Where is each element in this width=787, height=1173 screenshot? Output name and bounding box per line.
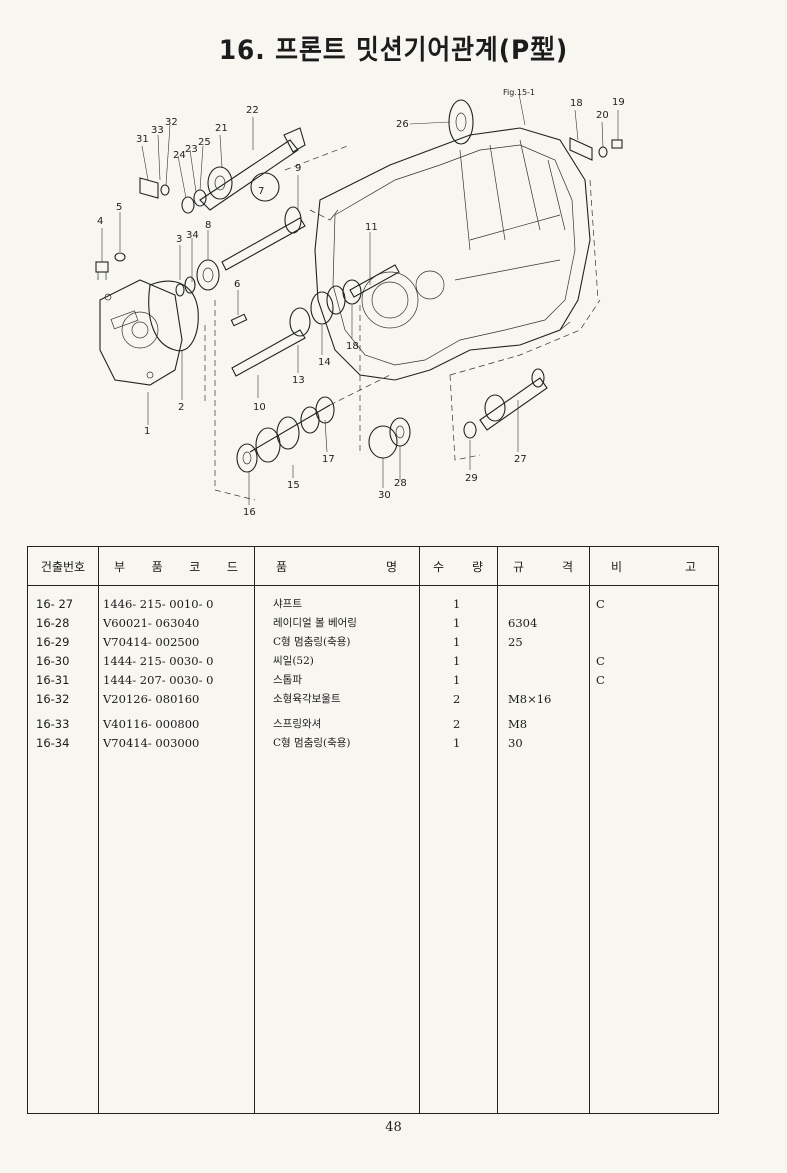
callout: 8	[205, 220, 211, 231]
callout-numbers: 1 2 3 4 5 6 7 8 9 10 11 13 14 15 16 17 1…	[97, 97, 625, 518]
retainer-plate	[139, 177, 159, 199]
table-row: 16-28 V60021- 063040 레이디얼 볼 베어링 1 6304	[36, 616, 538, 630]
gasket	[148, 280, 199, 352]
header-remark: 비 고	[611, 559, 696, 574]
table-row: 16-34 V70414- 003000 C형 멈춤링(축용) 1 30	[36, 736, 523, 750]
callout: 1	[144, 426, 150, 437]
header-spec: 규 격	[513, 559, 573, 574]
table-body: 16- 27 1446- 215- 0010- 0 샤프트 1 C 16-28 …	[28, 595, 718, 753]
table-row: 16- 27 1446- 215- 0010- 0 샤프트 1 C	[36, 597, 605, 611]
callout: 10	[253, 402, 266, 413]
callout: 29	[465, 473, 478, 484]
transmission-case	[314, 127, 591, 381]
header-part-name: 품 명	[276, 559, 397, 574]
callout: 22	[246, 105, 259, 116]
callout: 9	[295, 163, 301, 174]
callout: 33	[151, 125, 164, 136]
main-shaft	[175, 206, 306, 297]
seal-and-bearing	[368, 417, 411, 459]
front-cover	[99, 279, 183, 386]
parts-table: 건출번호 부 품 코 드 품 명 수 량 규 격 비 고 16- 27 1446…	[27, 546, 719, 1114]
table-row: 16-29 V70414- 002500 C형 멈춤링(축용) 1 25	[36, 635, 523, 649]
callout: 27	[514, 454, 527, 465]
shaft-11	[342, 264, 400, 305]
o-ring	[250, 172, 280, 202]
callout: 3	[176, 234, 182, 245]
callout: 28	[394, 478, 407, 489]
idler-gear	[448, 99, 474, 145]
callout: 20	[596, 110, 609, 121]
callout: 14	[318, 357, 331, 368]
table-row: 16-32 V20126- 080160 소형육각보울트 2 M8×16	[36, 692, 552, 706]
callout: 16	[243, 507, 256, 518]
callout: 30	[378, 490, 391, 501]
header-part-code: 부 품 코 드	[114, 559, 238, 574]
callout: 32	[165, 117, 178, 128]
callout: 15	[287, 480, 300, 491]
callout: 2	[178, 402, 184, 413]
output-shaft	[463, 368, 548, 439]
header-part-no: 건출번호	[40, 559, 86, 574]
callout: 31	[136, 134, 149, 145]
callout: 19	[612, 97, 625, 108]
small-rings	[160, 184, 207, 214]
callout: 5	[116, 202, 122, 213]
table-row: 16-31 1444- 207- 0030- 0 스톱파 1 C	[36, 673, 605, 687]
page-title: 16. 프론트 밋션기어관계(P型)	[218, 35, 569, 66]
exploded-parts-diagram: Fig.15-1	[95, 88, 625, 518]
callout: 21	[215, 123, 228, 134]
lower-gear-cluster	[236, 396, 335, 473]
pin	[230, 313, 248, 327]
leader-lines	[101, 93, 619, 505]
callout: 4	[97, 216, 103, 227]
callout: 11	[365, 222, 378, 233]
cover-plate	[569, 137, 623, 161]
callout: 25	[198, 137, 211, 148]
callout: 7	[258, 186, 264, 197]
header-quantity: 수 량	[433, 559, 483, 574]
callout: 18	[570, 98, 583, 109]
callout: 23	[185, 144, 198, 155]
figure-label: Fig.15-1	[503, 88, 535, 97]
table-row: 16-33 V40116- 000800 스프링와셔 2 M8	[36, 717, 528, 731]
callout: 24	[173, 150, 186, 161]
callout: 34	[186, 230, 199, 241]
page-number: 48	[385, 1120, 402, 1135]
callout: 26	[396, 119, 409, 130]
callout: 6	[234, 279, 240, 290]
callout: 13	[292, 375, 305, 386]
input-shaft	[199, 127, 306, 211]
input-gear	[207, 166, 233, 200]
table-row: 16-30 1444- 215- 0030- 0 씨일(52) 1 C	[36, 654, 605, 668]
callout: 17	[322, 454, 335, 465]
bolt-and-washer	[95, 252, 126, 280]
callout: 18	[346, 341, 359, 352]
